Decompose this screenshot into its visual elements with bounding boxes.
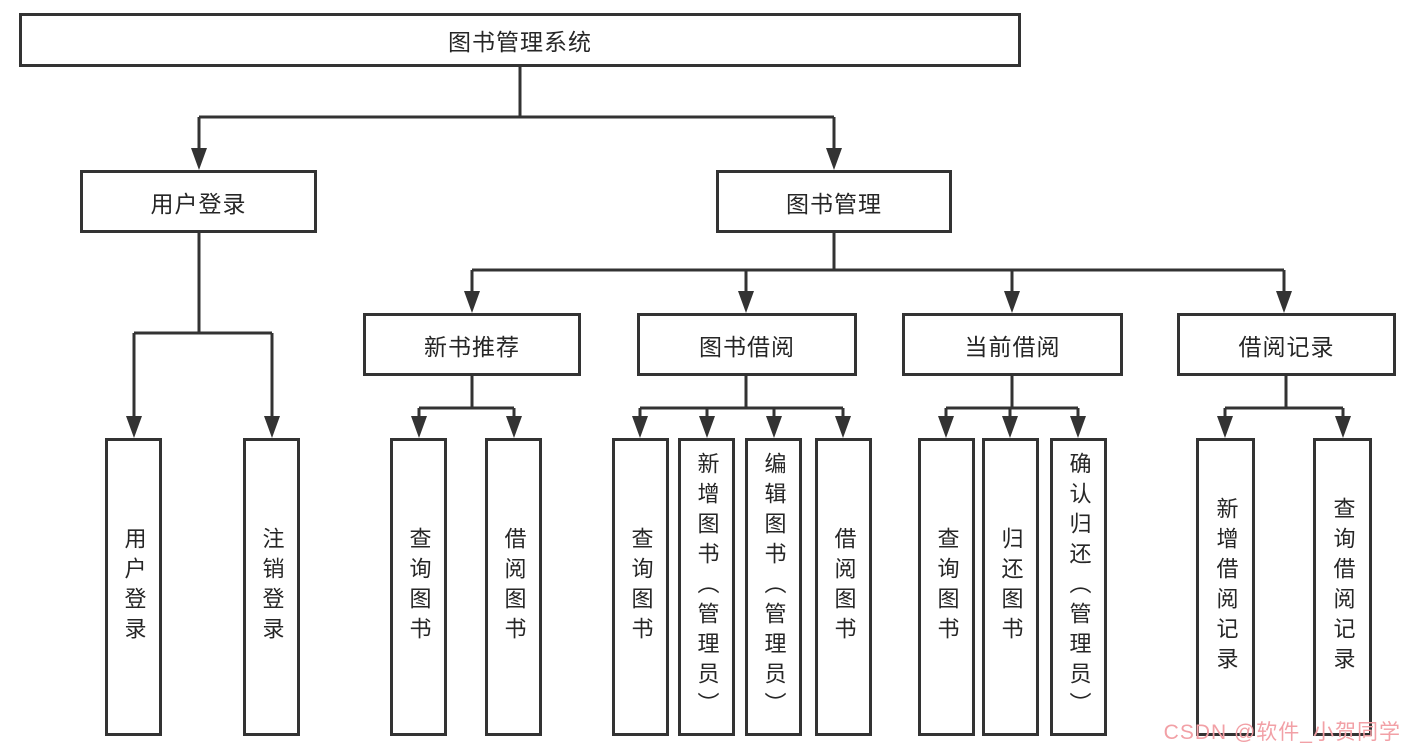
node-user-login-label: 用户登录 [150, 190, 247, 217]
leaf-newbook-borrow-books-label: 借阅图书 [501, 527, 527, 647]
leaf-records-query-record: 查询借阅记录 [1313, 438, 1372, 736]
node-book-borrowing: 图书借阅 [637, 313, 857, 376]
node-current-borrowing: 当前借阅 [902, 313, 1123, 376]
leaf-newbook-query-books-label: 查询图书 [406, 527, 432, 647]
node-root-system: 图书管理系统 [19, 13, 1021, 67]
node-new-book-recommend-label: 新书推荐 [424, 333, 520, 360]
leaf-logout-label: 注销登录 [259, 527, 285, 647]
leaf-records-add-record-label: 新增借阅记录 [1213, 497, 1239, 677]
node-new-book-recommend: 新书推荐 [363, 313, 581, 376]
node-book-management: 图书管理 [716, 170, 952, 233]
leaf-borrow-query-books-label: 查询图书 [628, 527, 654, 647]
leaf-records-add-record: 新增借阅记录 [1196, 438, 1255, 736]
node-root-label: 图书管理系统 [448, 29, 592, 55]
leaf-records-query-record-label: 查询借阅记录 [1330, 497, 1356, 677]
leaf-borrow-borrow-books: 借阅图书 [815, 438, 872, 736]
leaf-current-query-books: 查询图书 [918, 438, 975, 736]
node-current-borrowing-label: 当前借阅 [964, 333, 1061, 360]
leaf-newbook-query-books: 查询图书 [390, 438, 447, 736]
leaf-newbook-borrow-books: 借阅图书 [485, 438, 542, 736]
leaf-current-return-books: 归还图书 [982, 438, 1039, 736]
node-book-borrowing-label: 图书借阅 [699, 333, 795, 360]
node-book-management-label: 图书管理 [786, 190, 882, 217]
node-user-login: 用户登录 [80, 170, 317, 233]
leaf-borrow-borrow-books-label: 借阅图书 [831, 527, 857, 647]
leaf-logout: 注销登录 [243, 438, 300, 736]
leaf-borrow-add-books-admin-label: 新增图书（管理员） [694, 452, 720, 722]
leaf-borrow-add-books-admin: 新增图书（管理员） [678, 438, 735, 736]
leaf-user-login: 用户登录 [105, 438, 162, 736]
leaf-borrow-edit-books-admin: 编辑图书（管理员） [745, 438, 802, 736]
leaf-current-confirm-return-admin-label: 确认归还（管理员） [1066, 452, 1092, 722]
leaf-current-return-books-label: 归还图书 [998, 527, 1024, 647]
node-borrowing-records: 借阅记录 [1177, 313, 1396, 376]
leaf-current-confirm-return-admin: 确认归还（管理员） [1050, 438, 1107, 736]
leaf-current-query-books-label: 查询图书 [934, 527, 960, 647]
connector-lines [132, 67, 1345, 418]
csdn-watermark: CSDN @软件_小贺同学 [1163, 721, 1401, 744]
node-borrowing-records-label: 借阅记录 [1238, 333, 1335, 360]
leaf-user-login-label: 用户登录 [121, 527, 147, 647]
leaf-borrow-edit-books-admin-label: 编辑图书（管理员） [761, 452, 787, 722]
leaf-borrow-query-books: 查询图书 [612, 438, 669, 736]
